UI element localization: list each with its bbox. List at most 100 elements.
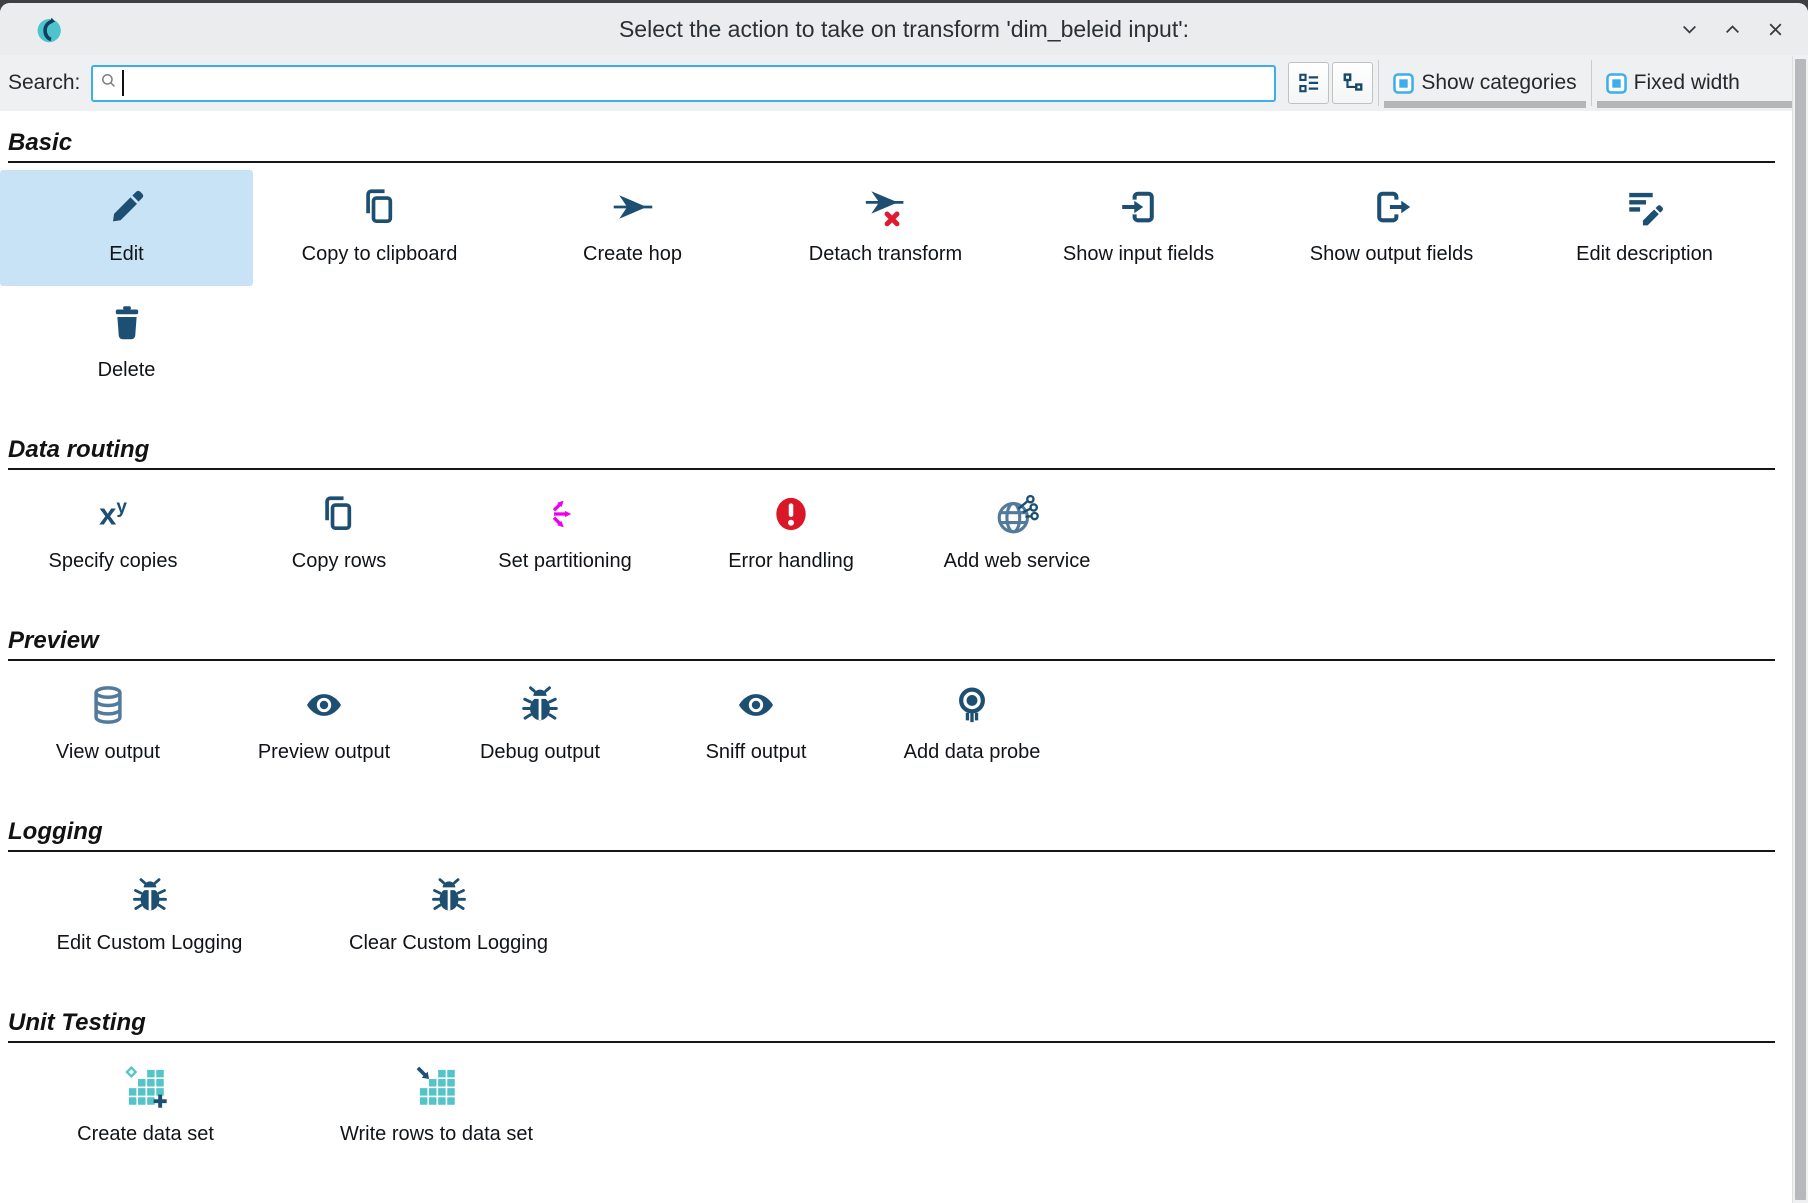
hop-logo-icon [36, 16, 63, 43]
checkbox-checked-icon [1605, 72, 1627, 94]
fixed-width-label: Fixed width [1633, 71, 1740, 94]
section-title: Logging [8, 818, 103, 845]
bug-icon [429, 873, 469, 919]
create-dataset-icon [124, 1064, 168, 1110]
show-categories-checkbox[interactable]: Show categories [1384, 55, 1586, 111]
action-show-output-fields[interactable]: Show output fields [1265, 170, 1518, 286]
bug-icon [519, 682, 561, 728]
action-add-data-probe[interactable]: Add data probe [864, 668, 1080, 784]
action-label: Detach transform [808, 243, 963, 265]
action-write-rows-to-data-set[interactable]: Write rows to data set [291, 1050, 582, 1166]
eye-icon [303, 682, 345, 728]
section-unit-testing: Unit Testing [0, 1009, 1808, 1166]
action-add-web-service[interactable]: Add web service [904, 477, 1130, 593]
action-edit-custom-logging[interactable]: Edit Custom Logging [0, 859, 299, 975]
error-icon [770, 491, 812, 537]
section-preview: Preview View output [0, 627, 1808, 784]
x-power-y-icon: xy [99, 496, 127, 532]
search-label: Search: [8, 71, 81, 94]
toolbar-separator [1378, 60, 1380, 106]
action-detach-transform[interactable]: Detach transform [759, 170, 1012, 286]
action-delete[interactable]: Delete [0, 286, 253, 402]
action-specify-copies[interactable]: xy Specify copies [0, 477, 226, 593]
action-set-partitioning[interactable]: Set partitioning [452, 477, 678, 593]
tree-view-icon [1343, 73, 1363, 91]
action-create-hop[interactable]: Create hop [506, 170, 759, 286]
action-label: Sniff output [705, 741, 807, 763]
action-label: Specify copies [48, 550, 178, 572]
hop-arrow-icon [611, 184, 655, 230]
vertical-scrollbar[interactable] [1792, 56, 1808, 1203]
action-edit[interactable]: Edit [0, 170, 253, 286]
text-caret [122, 70, 125, 96]
output-fields-icon [1371, 184, 1413, 230]
section-rule [8, 161, 1775, 163]
edit-description-icon [1624, 184, 1666, 230]
action-label: Error handling [728, 550, 854, 572]
trash-icon [106, 300, 148, 346]
search-input[interactable] [91, 64, 1277, 102]
section-title: Unit Testing [8, 1009, 146, 1036]
show-categories-label: Show categories [1421, 71, 1577, 94]
maximize-button[interactable] [1723, 20, 1741, 38]
action-label: Edit [109, 243, 144, 265]
input-fields-icon [1118, 184, 1160, 230]
action-label: Copy to clipboard [301, 243, 458, 265]
action-edit-description[interactable]: Edit description [1518, 170, 1771, 286]
action-sniff-output[interactable]: Sniff output [648, 668, 864, 784]
action-show-input-fields[interactable]: Show input fields [1012, 170, 1265, 286]
checkbox-checked-icon [1393, 72, 1415, 94]
action-create-data-set[interactable]: Create data set [0, 1050, 291, 1166]
action-label: Create hop [583, 243, 682, 265]
section-title: Basic [8, 129, 73, 156]
action-label: Debug output [479, 741, 601, 763]
copy-icon [318, 491, 360, 537]
action-label: Show output fields [1309, 243, 1474, 265]
fixed-width-checkbox[interactable]: Fixed width [1596, 55, 1808, 111]
section-data-routing: Data routing xy Specify copies Copy ro [0, 436, 1808, 593]
section-rule [8, 1041, 1775, 1043]
action-label: Delete [97, 359, 156, 381]
list-view-icon [1299, 73, 1318, 93]
action-label: Set partitioning [498, 550, 632, 572]
section-basic: Basic Edit [0, 129, 1808, 402]
window-controls [1680, 3, 1784, 55]
action-debug-output[interactable]: Debug output [432, 668, 648, 784]
action-label: Show input fields [1062, 243, 1215, 265]
action-label: Preview output [257, 741, 391, 763]
action-label: Add data probe [903, 741, 1041, 763]
toolbar: Search: [0, 55, 1808, 111]
section-rule [8, 850, 1775, 852]
section-logging: Logging [0, 818, 1808, 975]
action-label: Edit description [1576, 243, 1713, 265]
write-dataset-icon [415, 1064, 459, 1110]
action-label: Create data set [77, 1123, 214, 1145]
close-button[interactable] [1766, 20, 1784, 38]
bug-icon [130, 873, 170, 919]
action-label: Clear Custom Logging [349, 932, 548, 954]
section-rule [8, 468, 1775, 470]
action-label: View output [55, 741, 161, 763]
dialog-title: Select the action to take on transform '… [618, 15, 1190, 42]
section-title: Data routing [8, 436, 150, 463]
copy-icon [359, 184, 401, 230]
search-magnifier-icon [98, 70, 120, 97]
partition-arrows-icon [545, 491, 585, 537]
scrollbar-thumb[interactable] [1795, 59, 1806, 1200]
action-preview-output[interactable]: Preview output [216, 668, 432, 784]
action-label: Copy rows [291, 550, 387, 572]
action-copy-to-clipboard[interactable]: Copy to clipboard [253, 170, 506, 286]
titlebar: Select the action to take on transform '… [0, 3, 1808, 55]
action-error-handling[interactable]: Error handling [678, 477, 904, 593]
shade-button[interactable] [1680, 20, 1698, 38]
action-dialog: Select the action to take on transform '… [0, 3, 1808, 1203]
action-label: Add web service [943, 550, 1091, 572]
action-clear-custom-logging[interactable]: Clear Custom Logging [299, 859, 598, 975]
action-view-output[interactable]: View output [0, 668, 216, 784]
action-copy-rows[interactable]: Copy rows [226, 477, 452, 593]
web-service-icon [995, 491, 1039, 537]
detach-arrow-icon [864, 184, 908, 230]
tree-view-button[interactable] [1332, 62, 1374, 104]
list-view-button[interactable] [1288, 62, 1330, 104]
pencil-icon [106, 184, 148, 230]
